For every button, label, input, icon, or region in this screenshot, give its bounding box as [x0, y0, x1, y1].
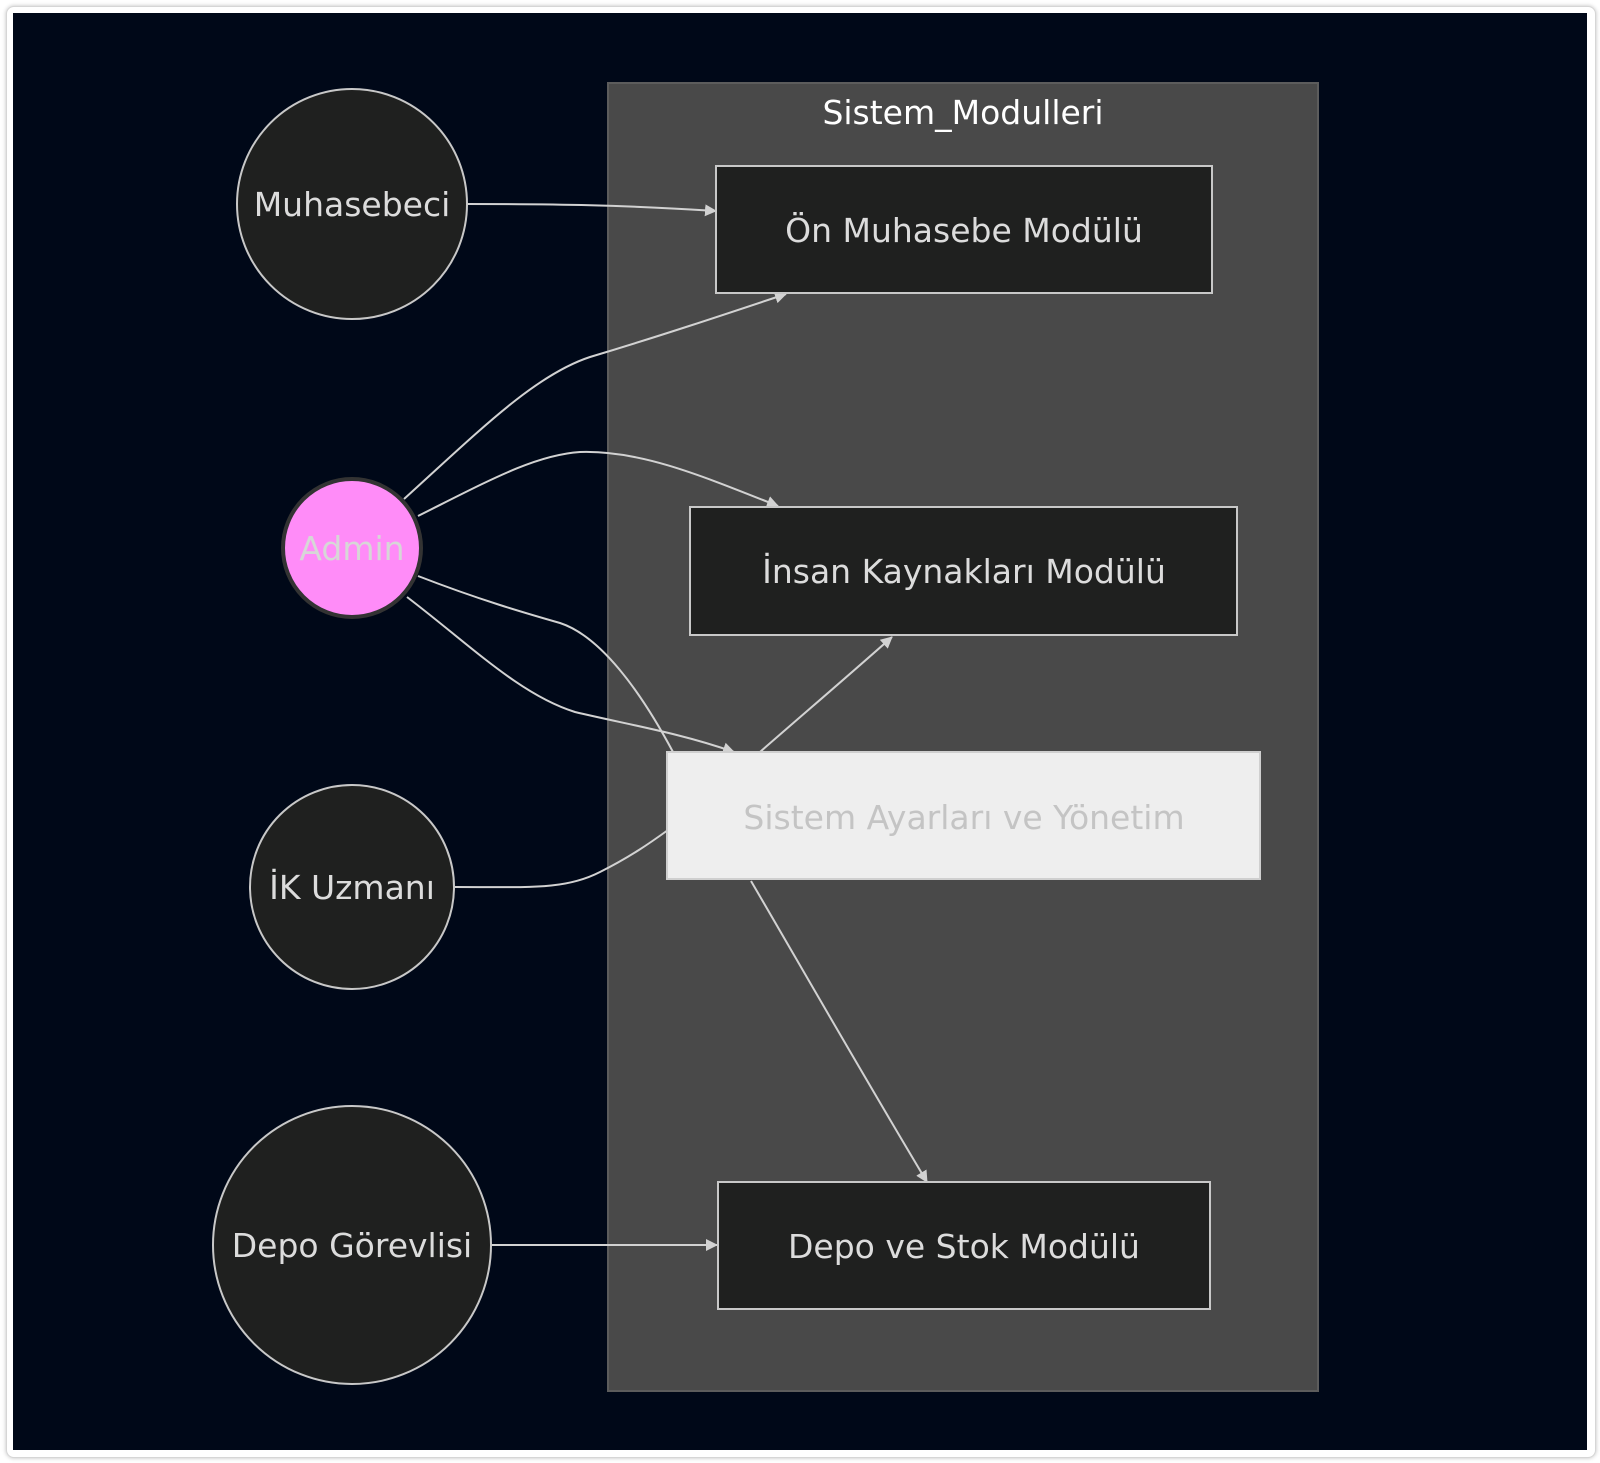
node-ik-uzmani[interactable]: İK Uzmanı: [249, 784, 455, 990]
edge-muhasebeci-to-on-muhasebe: [466, 203, 717, 217]
node-box: [717, 1181, 1211, 1310]
node-box: [666, 751, 1261, 880]
node-circle: [236, 88, 468, 320]
diagram-canvas: Sistem_Modulleri Ön Muhasebe Modülü İnsa…: [13, 13, 1587, 1450]
node-circle: [281, 477, 423, 619]
edge-admin-to-sistem-ayarlari: [406, 596, 735, 755]
node-circle: [212, 1105, 492, 1385]
edge-admin-to-insan-kaynaklari: [417, 450, 779, 517]
node-label: İnsan Kaynakları Modülü: [762, 552, 1166, 591]
edge-admin-to-on-muhasebe: [403, 291, 787, 500]
node-box: [689, 506, 1238, 636]
edges: [403, 203, 928, 1251]
cluster-title: Sistem_Modulleri: [822, 93, 1103, 132]
node-depo-stok[interactable]: Depo ve Stok Modülü: [717, 1181, 1211, 1310]
node-depo-gorevlisi[interactable]: Depo Görevlisi: [212, 1105, 492, 1385]
node-on-muhasebe[interactable]: Ön Muhasebe Modülü: [715, 165, 1213, 294]
node-label: Admin: [299, 529, 404, 568]
node-label: Ön Muhasebe Modülü: [785, 210, 1143, 250]
cluster-box: [607, 82, 1319, 1392]
node-box: [715, 165, 1213, 294]
cluster-sistem-modulleri: Sistem_Modulleri: [607, 82, 1319, 1392]
edge-sistem-ayarlari-to-depo-stok: [750, 880, 928, 1183]
flowchart-svg: Sistem_Modulleri Ön Muhasebe Modülü İnsa…: [212, 82, 1319, 1392]
node-insan-kaynaklari[interactable]: İnsan Kaynakları Modülü: [689, 506, 1238, 636]
node-label: Depo Görevlisi: [232, 1226, 472, 1265]
edge-ik-uzmani-to-sistem-ayarlari: [454, 829, 669, 889]
node-sistem-ayarlari[interactable]: Sistem Ayarları ve Yönetim: [666, 751, 1261, 880]
node-label: Depo ve Stok Modülü: [788, 1227, 1140, 1266]
node-label: İK Uzmanı: [269, 868, 435, 907]
edge-admin-to-sistem-ayarlari-2: [417, 575, 674, 753]
node-label: Sistem Ayarları ve Yönetim: [743, 798, 1184, 837]
node-admin[interactable]: Admin: [281, 477, 423, 619]
edge-sistem-ayarlari-to-insan-kaynaklari: [759, 636, 893, 753]
node-label: Muhasebeci: [254, 185, 451, 224]
node-circle: [249, 784, 455, 990]
node-muhasebeci[interactable]: Muhasebeci: [236, 88, 468, 320]
